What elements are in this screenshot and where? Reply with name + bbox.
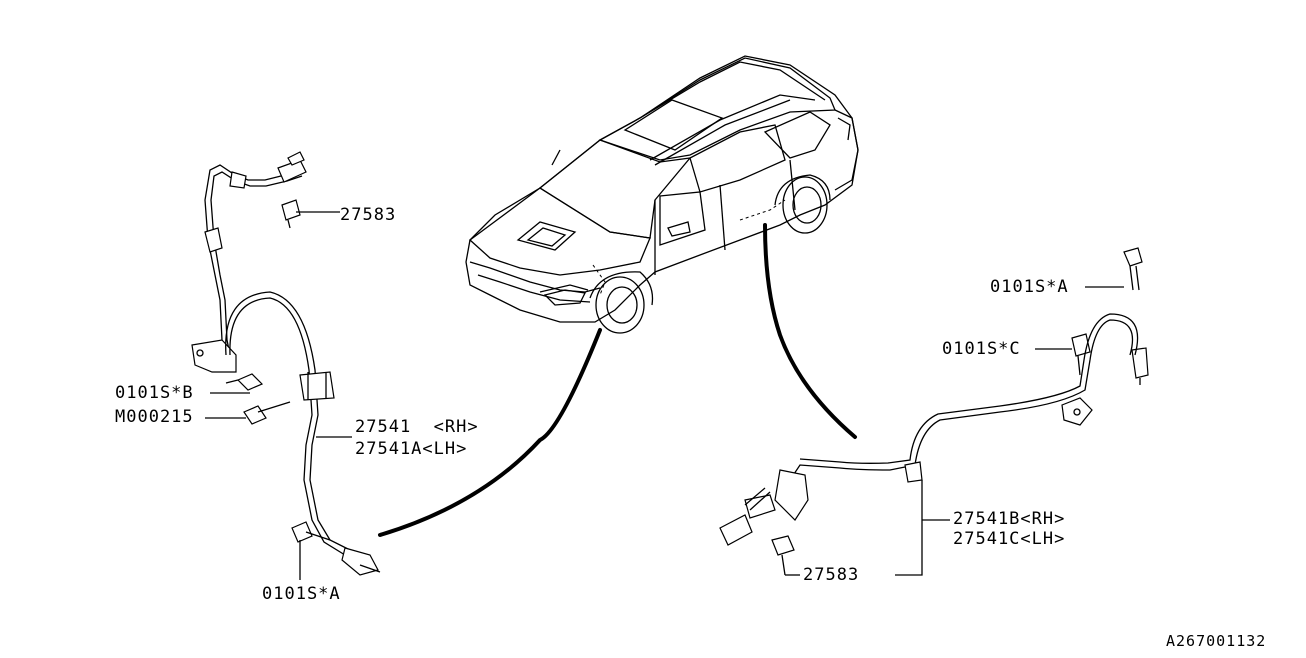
label-27541c-lh: 27541C<LH> xyxy=(953,529,1066,549)
vehicle-icon xyxy=(465,55,859,334)
front-sensor-icon xyxy=(191,151,381,580)
label-0101s-c-rear: 0101S*C xyxy=(942,339,1021,359)
label-27541a-lh: 27541A<LH> xyxy=(355,439,468,459)
diagram-id: A267001132 xyxy=(1166,632,1267,650)
label-0101s-a-rear: 0101S*A xyxy=(990,277,1069,297)
label-0101s-a-front: 0101S*A xyxy=(262,584,341,604)
label-27541-rh: 27541 <RH> xyxy=(355,417,479,437)
label-27541b-rh: 27541B<RH> xyxy=(953,509,1066,529)
leader-front xyxy=(378,328,602,537)
label-27583-rear: 27583 xyxy=(803,565,860,585)
leader-rear xyxy=(763,223,857,439)
label-0101s-b: 0101S*B xyxy=(115,383,194,403)
label-27583-front: 27583 xyxy=(340,205,397,225)
label-m000215: M000215 xyxy=(115,407,194,427)
rear-sensor-icon xyxy=(719,247,1149,576)
